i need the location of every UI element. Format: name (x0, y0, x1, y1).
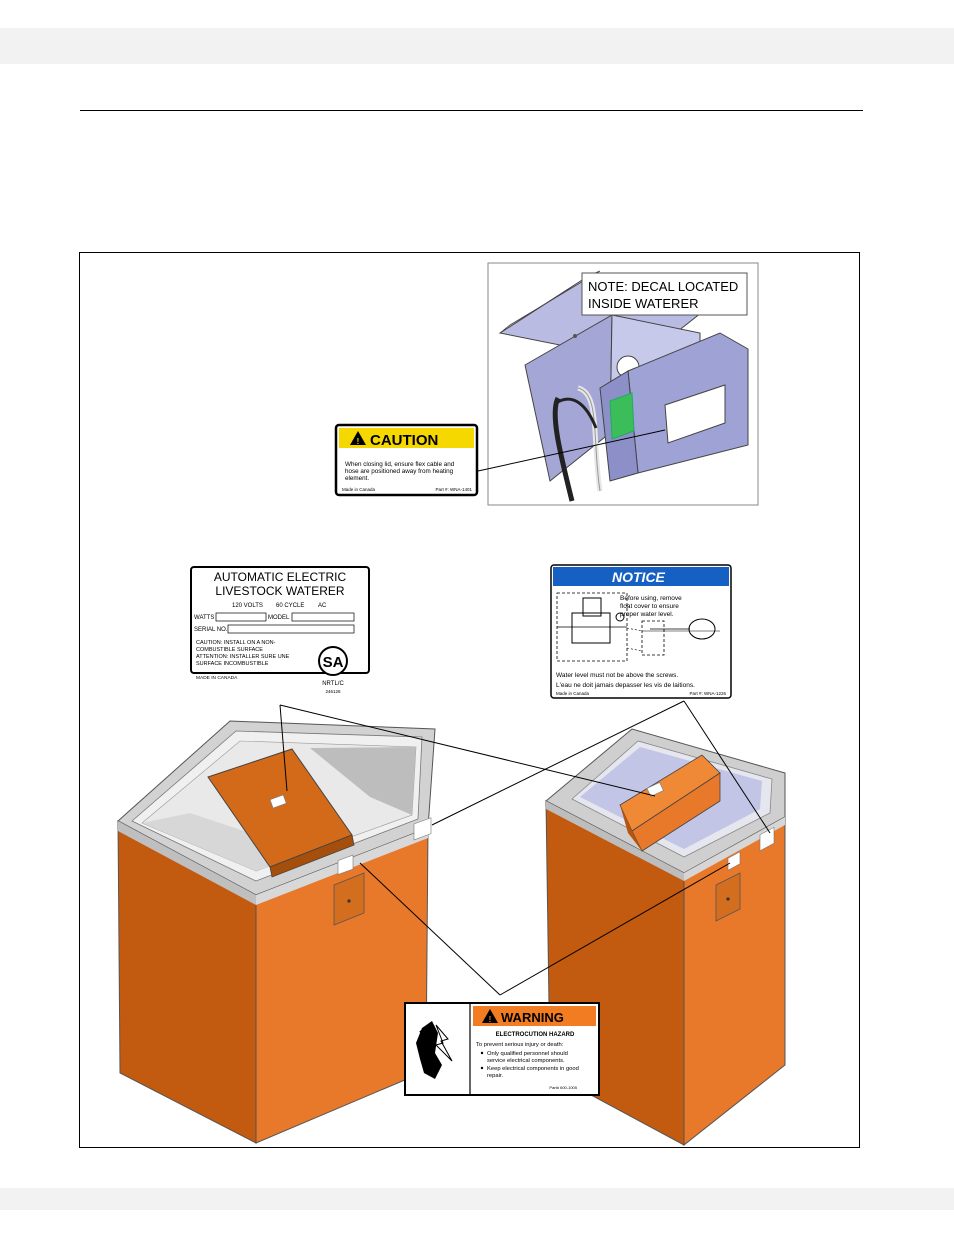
notice-body-2: float cover to ensure (620, 603, 679, 610)
caution-body-2: hose are positioned away from heating (345, 468, 454, 475)
caution-made-in: Made in Canada (342, 487, 376, 492)
float-diagram-icon (556, 592, 720, 662)
warning-intro: To prevent serious injury or death: (476, 1042, 564, 1048)
caution-alert-icon (350, 431, 366, 445)
caution-decal: ! CAUTION When closing lid, ensure flex … (334, 423, 479, 497)
plate-serial-label: SERIAL NO. (194, 627, 228, 633)
warning-hazard: ELECTROCUTION HAZARD (496, 1032, 575, 1038)
plate-caution-1: CAUTION: INSTALL ON A NON- (196, 640, 276, 646)
serial-plate-decal: AUTOMATIC ELECTRIC LIVESTOCK WATERER 120… (190, 566, 370, 694)
notice-body-1: Before using, remove (620, 595, 682, 602)
plate-cert-label: NRTL/C (322, 681, 344, 687)
notice-line-fr: L'eau ne doit jamais depasser les vis de… (556, 682, 695, 689)
warning-decal: ! WARNING ELECTROCUTION HAZARD To preven… (404, 1002, 600, 1096)
notice-part: Part #: WNA-1226 (689, 691, 726, 696)
plate-title-1: AUTOMATIC ELECTRIC (214, 570, 347, 584)
plate-ac: AC (318, 603, 327, 609)
decal-location-figure: NOTE: DECAL LOCATED INSIDE WATERER ! CAU… (79, 252, 860, 1148)
caution-title: CAUTION (370, 432, 438, 449)
caution-body-3: element. (345, 475, 369, 482)
plate-caution-2: COMBUSTIBLE SURFACE (196, 647, 263, 653)
header-band (0, 28, 954, 64)
inside-detail-inset: NOTE: DECAL LOCATED INSIDE WATERER (487, 262, 759, 506)
warning-header (473, 1006, 596, 1026)
notice-title: NOTICE (612, 569, 666, 585)
svg-text:!: ! (357, 437, 360, 446)
warning-alert-icon (482, 1009, 498, 1023)
notice-made-in: Made in Canada (556, 691, 590, 696)
plate-caution-4: SURFACE INCOMBUSTIBLE (196, 661, 269, 667)
notice-header (553, 567, 729, 586)
electrocution-hand-icon (416, 1021, 453, 1079)
notice-decal: NOTICE Before using, remove float cover … (550, 564, 732, 699)
note-line-1: NOTE: DECAL LOCATED (588, 279, 738, 294)
csa-mark-text: SA (323, 654, 344, 671)
plate-made-in: MADE IN CANADA (196, 675, 238, 681)
warning-bullet-2a: Keep electrical components in good (487, 1066, 579, 1072)
plate-model-label: MODEL (268, 615, 290, 621)
header-rule (80, 110, 863, 111)
plate-cert-number: 246126 (325, 689, 341, 694)
footer-band (0, 1188, 954, 1210)
note-line-2: INSIDE WATERER (588, 296, 699, 311)
note-callout-box (581, 272, 748, 316)
csa-mark-icon (318, 646, 348, 676)
svg-text:!: ! (489, 1015, 492, 1024)
caution-leader-line (477, 429, 666, 472)
warning-bullet-1b: service electrical components. (487, 1058, 565, 1064)
warning-title: WARNING (501, 1010, 564, 1025)
decal-diagram: NOTE: DECAL LOCATED INSIDE WATERER ! CAU… (117, 262, 786, 1147)
large-waterer-illustration (117, 720, 436, 1144)
plate-caution-3: ATTENTION: INSTALLER SURE UNE (196, 654, 290, 660)
small-heater-cover (631, 772, 721, 852)
caution-part: Part #: WNA-1401 (435, 487, 472, 492)
plate-cycle: 60 CYCLE (276, 603, 304, 609)
notice-body-3: proper water level. (620, 611, 674, 618)
warning-bullet-1a: Only qualified personnel should (487, 1051, 568, 1057)
plate-watts-label: WATTS (194, 615, 214, 621)
notice-line-en: Water level must not be above the screws… (556, 672, 678, 679)
plate-title-2: LIVESTOCK WATERER (215, 584, 344, 598)
caution-body-1: When closing lid, ensure flex cable and (345, 461, 455, 468)
warning-bullet-2b: repair. (487, 1073, 504, 1079)
decal-leader-lines (279, 700, 771, 996)
caution-header (339, 428, 474, 448)
warning-part: Part# 600-1005 (549, 1085, 577, 1090)
plate-volts: 120 VOLTS (232, 603, 263, 609)
